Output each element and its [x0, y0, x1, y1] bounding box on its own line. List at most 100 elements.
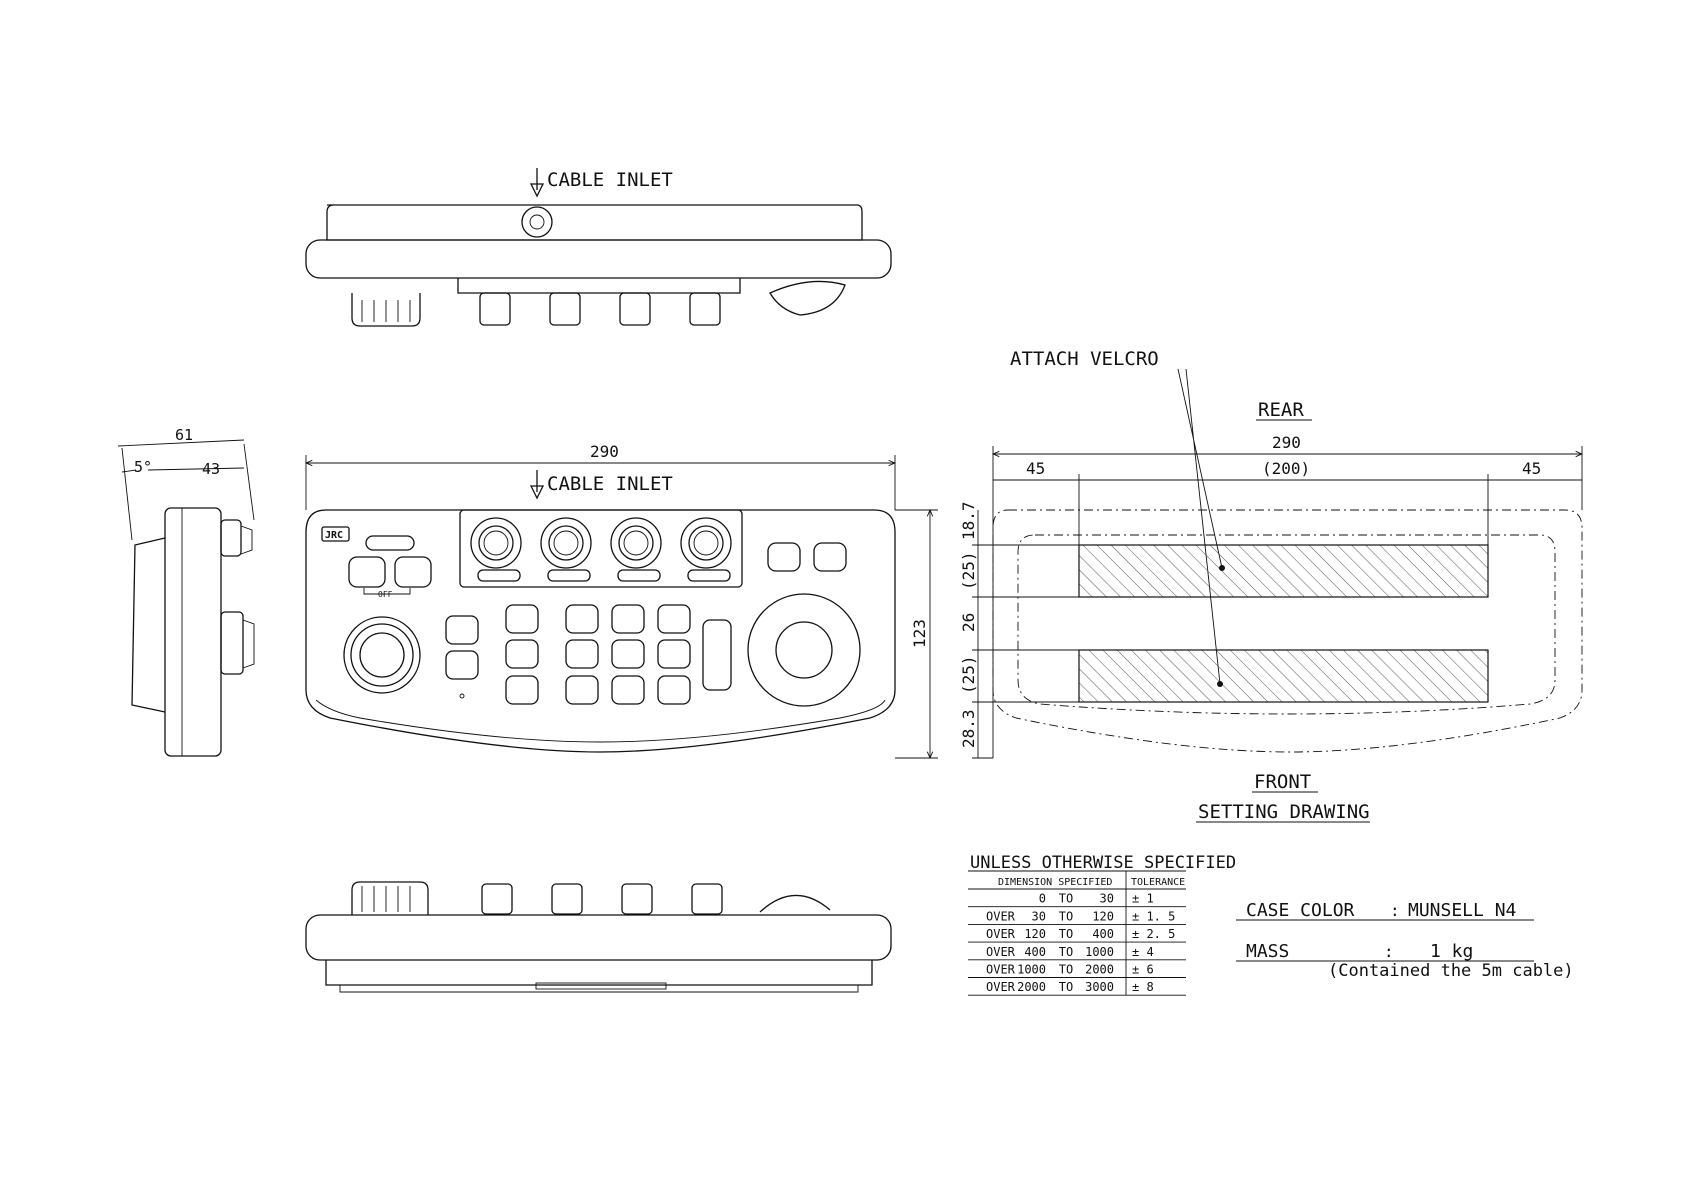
dial-knob-4[interactable] [680, 517, 732, 569]
table-cell-tol: ± 6 [1132, 963, 1154, 977]
bottom-view [305, 881, 892, 993]
jrc-logo [321, 526, 350, 542]
table-cell-tol: ± 1 [1132, 892, 1154, 906]
key-button[interactable] [565, 639, 599, 669]
v-dim-5: 28.3 [959, 709, 978, 748]
key-button[interactable] [657, 639, 691, 669]
v-dim-1: 18.7 [959, 501, 978, 540]
case-color-label: CASE COLOR [1246, 900, 1355, 921]
key-button[interactable] [565, 675, 599, 705]
key-button[interactable] [611, 604, 645, 634]
velcro-strip-upper [1078, 544, 1489, 598]
table-cell-over: OVER [986, 945, 1016, 959]
dial-knob-3[interactable] [610, 517, 662, 569]
velcro-strip-lower [1078, 649, 1489, 703]
side-depth-dim: 61 [175, 426, 193, 444]
function-button-2[interactable] [813, 542, 847, 572]
case-color-value: MUNSELL N4 [1408, 900, 1516, 921]
dial-knob-2[interactable] [540, 517, 592, 569]
dial-knob-1[interactable] [470, 517, 522, 569]
key-grid [445, 604, 732, 705]
setting-width-dim: 290 [1272, 433, 1301, 452]
off-label: OFF [378, 590, 393, 599]
table-cell-from: 30 [1032, 909, 1046, 923]
v-dim-4: (25) [959, 655, 978, 694]
attach-velcro-label: ATTACH VELCRO [1010, 348, 1159, 370]
table-cell-from: 0 [1039, 892, 1046, 906]
power-button[interactable] [348, 556, 386, 588]
bottom-trackball [759, 894, 831, 913]
jrc-logo-text: JRC [325, 530, 343, 541]
table-cell-to: 3000 [1085, 980, 1114, 994]
table-cell-tol: ± 2. 5 [1132, 927, 1175, 941]
table-cell-over: OVER [986, 927, 1016, 941]
key-button[interactable] [505, 639, 539, 669]
table-cell-to: 30 [1100, 892, 1114, 906]
table-cell-over: OVER [986, 963, 1016, 977]
specs-block: CASE COLOR : MUNSELL N4 MASS : 1 kg (Con… [1236, 900, 1574, 981]
key-button[interactable] [505, 675, 539, 705]
header-dimension: DIMENSION SPECIFIED [998, 877, 1112, 888]
cable-inlet-arrow-icon [529, 168, 545, 198]
front-height-dim: 123 [910, 619, 929, 648]
table-cell-to-word: TO [1059, 945, 1073, 959]
key-button[interactable] [565, 604, 599, 634]
side-angle-dim: 5° [134, 458, 152, 476]
key-button[interactable] [445, 615, 479, 645]
center-span-dim: (200) [1262, 459, 1310, 478]
key-button[interactable] [657, 675, 691, 705]
table-cell-to-word: TO [1059, 927, 1073, 941]
left-margin-dim: 45 [1026, 459, 1045, 478]
tall-key-button[interactable] [702, 619, 732, 691]
key-button[interactable] [445, 650, 479, 680]
table-cell-from: 2000 [1017, 980, 1046, 994]
top-view: CABLE INLET [305, 168, 892, 327]
table-cell-from: 1000 [1017, 963, 1046, 977]
key-button[interactable] [611, 675, 645, 705]
key-button[interactable] [611, 639, 645, 669]
table-cell-to: 400 [1092, 927, 1114, 941]
front-width-dim: 290 [590, 442, 619, 461]
table-cell-to: 1000 [1085, 945, 1114, 959]
table-cell-tol: ± 8 [1132, 980, 1154, 994]
mass-value: 1 kg [1430, 941, 1473, 962]
table-cell-from: 400 [1024, 945, 1046, 959]
table-cell-to: 120 [1092, 909, 1114, 923]
mass-label: MASS [1246, 941, 1289, 962]
side-view: 61 5° 43 [117, 426, 255, 757]
front-view: 290 123 CABLE INLET JRC OFF [306, 442, 938, 758]
key-button[interactable] [657, 604, 691, 634]
trackball[interactable] [747, 593, 861, 707]
tolerance-table-title: UNLESS OTHERWISE SPECIFIED [970, 853, 1236, 873]
table-cell-tol: ± 1. 5 [1132, 909, 1175, 923]
setting-drawing-title: SETTING DRAWING [1198, 801, 1370, 823]
status-indicator [365, 535, 415, 551]
bottom-knob-large [351, 881, 429, 915]
indicator-led [459, 693, 465, 699]
table-cell-to-word: TO [1059, 909, 1073, 923]
table-cell-from: 120 [1024, 927, 1046, 941]
setting-drawing: ATTACH VELCRO REAR 290 45 (200) 45 18.7 … [959, 348, 1582, 823]
tolerance-table: UNLESS OTHERWISE SPECIFIED DIMENSION SPE… [968, 853, 1236, 996]
rotary-knob[interactable] [343, 616, 421, 694]
table-cell-tol: ± 4 [1132, 945, 1154, 959]
table-cell-to: 2000 [1085, 963, 1114, 977]
key-button[interactable] [505, 604, 539, 634]
bottom-knobs-small [481, 883, 723, 915]
function-button-1[interactable] [767, 542, 801, 572]
rear-label: REAR [1258, 399, 1304, 421]
power-button-2[interactable] [394, 556, 432, 588]
cable-inlet-arrow-icon [529, 470, 545, 500]
top-cable-inlet-label: CABLE INLET [547, 169, 673, 191]
table-cell-to-word: TO [1059, 892, 1073, 906]
mass-note: (Contained the 5m cable) [1328, 961, 1574, 981]
top-knobs-small [479, 292, 721, 326]
table-cell-to-word: TO [1059, 963, 1073, 977]
table-cell-over: OVER [986, 909, 1016, 923]
mass-separator: : [1384, 942, 1394, 961]
v-dim-2: (25) [959, 551, 978, 590]
v-dim-3: 26 [959, 613, 978, 632]
dial-label-slots [477, 569, 731, 582]
